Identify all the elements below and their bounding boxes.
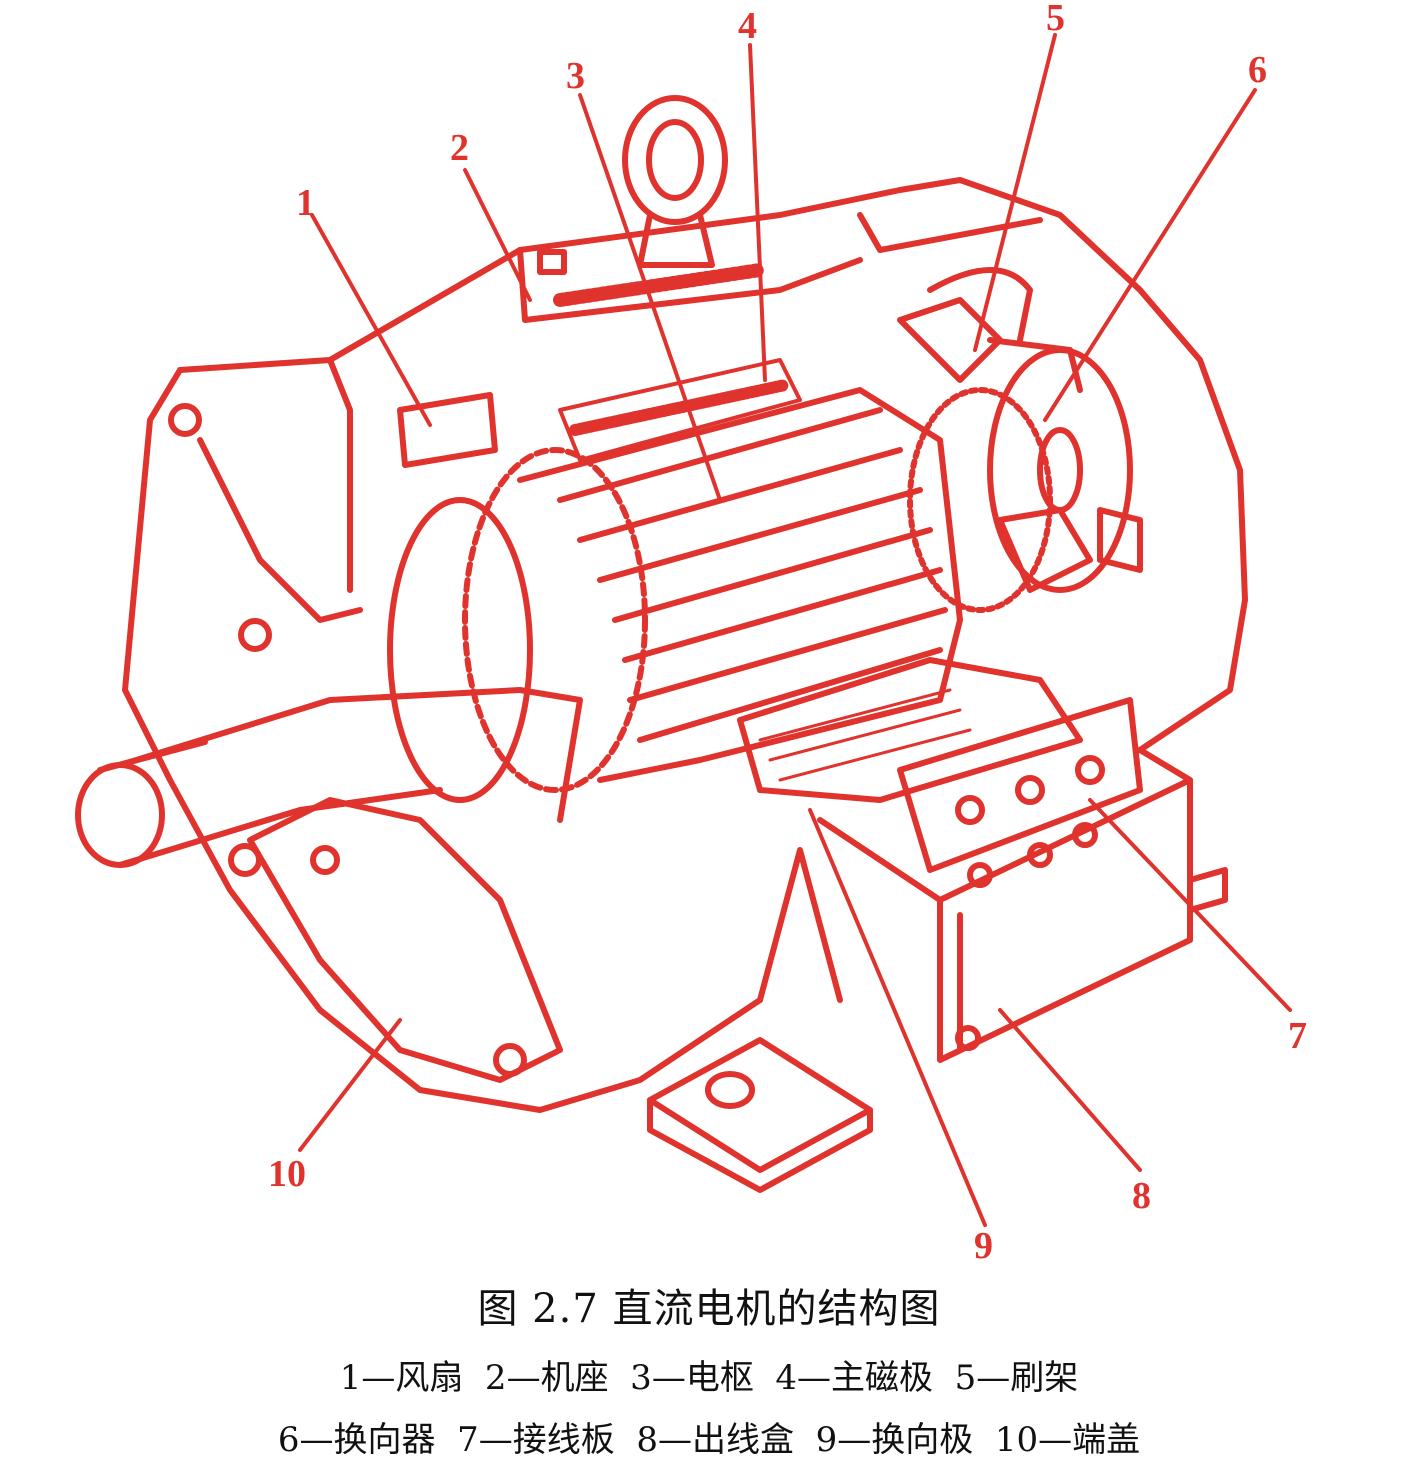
callout-3-leader [578, 93, 722, 502]
lifting-eye [622, 95, 728, 268]
callout-number-3: 3 [566, 55, 585, 97]
callout-number-7: 7 [1288, 1015, 1307, 1057]
end-cover [122, 367, 763, 1113]
shaft [75, 687, 523, 868]
callout-number-9: 9 [974, 1225, 993, 1260]
callout-number-4: 4 [738, 5, 757, 47]
brush-holder [897, 267, 1143, 593]
fan [387, 392, 583, 823]
callout-number-1: 1 [296, 182, 315, 224]
terminal-board [897, 697, 1143, 888]
armature [462, 387, 963, 793]
callout-4-leader [748, 43, 767, 382]
figure-caption-title: 图 2.7 直流电机的结构图 [477, 1286, 941, 1332]
main-pole [558, 358, 802, 462]
callout-8-leader [998, 1008, 1142, 1172]
terminal-box [817, 747, 1193, 1063]
callout-number-5: 5 [1046, 0, 1065, 39]
callout-5-leader [973, 33, 1057, 352]
callout-1-leader [310, 213, 432, 427]
callout-9-leader [808, 808, 987, 1227]
dc-motor-structure-diagram: 1 2 3 4 5 6 7 8 9 10 [75, 0, 1307, 1260]
callout-6-leader [1043, 88, 1257, 422]
mounting-foot [647, 847, 1228, 1193]
callout-number-10: 10 [268, 1153, 306, 1195]
callout-2-leader [463, 168, 532, 302]
callout-10-leader [298, 1018, 402, 1152]
figure-legend-line-1: 1—风扇 2—机座 3—电枢 4—主磁极 5—刷架 [339, 1358, 1079, 1398]
callout-number-2: 2 [450, 127, 469, 169]
interpole [737, 657, 1083, 803]
callout-number-6: 6 [1248, 49, 1267, 91]
callout-7-leader [1088, 798, 1292, 1012]
figure-legend-line-2: 6—换向器 7—接线板 8—出线盒 9—换向极 10—端盖 [277, 1420, 1141, 1460]
callout-number-8: 8 [1132, 1175, 1151, 1217]
